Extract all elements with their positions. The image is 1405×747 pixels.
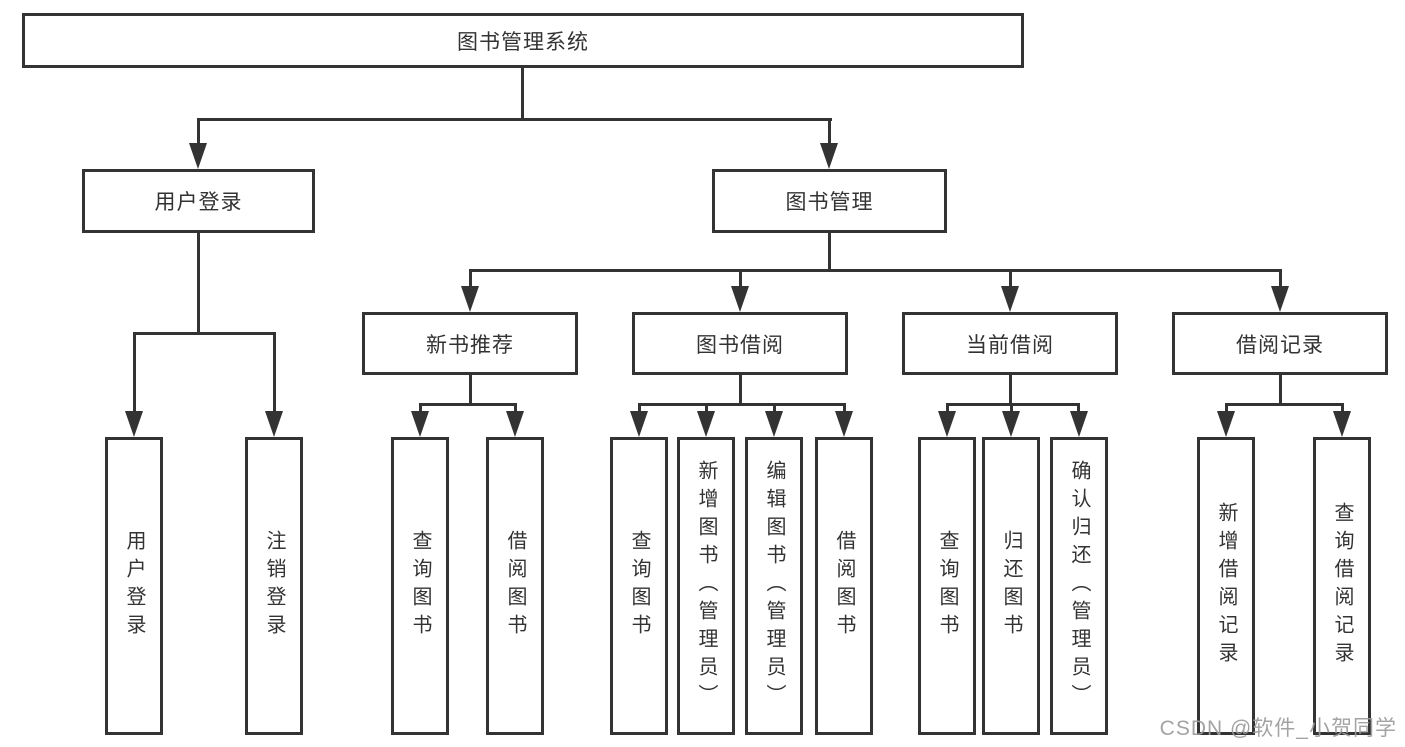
connector-line xyxy=(197,118,200,146)
arrow-down-icon xyxy=(1002,411,1020,437)
connector-line xyxy=(469,269,472,289)
leaf-query-borrow-record: 查询借阅记录 xyxy=(1313,437,1371,735)
node-root: 图书管理系统 xyxy=(22,13,1024,68)
node-book-borrowing-label: 图书借阅 xyxy=(696,333,784,357)
arrow-down-icon xyxy=(731,286,749,312)
leaf-query-books-borrowing: 查询图书 xyxy=(610,437,668,735)
connector-line xyxy=(1341,403,1344,415)
connector-line xyxy=(1009,375,1012,406)
leaf-add-borrow-record: 新增借阅记录 xyxy=(1197,437,1255,735)
connector-line xyxy=(739,375,742,406)
node-book-borrowing: 图书借阅 xyxy=(632,312,848,375)
arrow-down-icon xyxy=(630,411,648,437)
connector-line xyxy=(1009,269,1012,289)
leaf-query-books-recommend: 查询图书 xyxy=(391,437,449,735)
node-root-label: 图书管理系统 xyxy=(457,30,589,54)
connector-line xyxy=(946,403,1080,406)
connector-line xyxy=(521,66,524,120)
leaf-query-borrow-record-label: 查询借阅记录 xyxy=(1331,502,1353,670)
node-book-management-label: 图书管理 xyxy=(785,191,874,214)
connector-line xyxy=(843,403,846,415)
arrow-down-icon xyxy=(461,286,479,312)
connector-line xyxy=(638,403,846,406)
leaf-query-books-current: 查询图书 xyxy=(918,437,976,735)
leaf-add-books-admin: 新增图书（管理员） xyxy=(677,437,735,735)
leaf-borrow-books-recommend-label: 借阅图书 xyxy=(504,530,526,642)
arrow-down-icon xyxy=(125,411,143,437)
connector-line xyxy=(133,332,136,414)
connector-line xyxy=(469,269,1282,272)
node-book-management: 图书管理 xyxy=(712,169,947,233)
leaf-edit-books-admin-label: 编辑图书（管理员） xyxy=(763,460,785,712)
connector-line xyxy=(514,403,517,415)
node-borrowing-records: 借阅记录 xyxy=(1172,312,1388,375)
leaf-borrow-books-recommend: 借阅图书 xyxy=(486,437,544,735)
connector-line xyxy=(197,118,832,121)
connector-line xyxy=(739,269,742,289)
leaf-edit-books-admin: 编辑图书（管理员） xyxy=(745,437,803,735)
connector-line xyxy=(705,403,708,415)
arrow-down-icon xyxy=(765,411,783,437)
node-borrowing-records-label: 借阅记录 xyxy=(1236,333,1324,357)
connector-line xyxy=(197,233,200,335)
leaf-query-books-current-label: 查询图书 xyxy=(936,530,958,642)
connector-line xyxy=(828,118,831,146)
connector-line xyxy=(946,403,949,415)
leaf-logout-login-label: 注销登录 xyxy=(263,530,285,642)
leaf-add-borrow-record-label: 新增借阅记录 xyxy=(1215,502,1237,670)
arrow-down-icon xyxy=(1271,286,1289,312)
leaf-query-books-borrowing-label: 查询图书 xyxy=(628,530,650,642)
leaf-confirm-return-admin: 确认归还（管理员） xyxy=(1050,437,1108,735)
leaf-logout-login: 注销登录 xyxy=(245,437,303,735)
connector-line xyxy=(273,332,276,414)
connector-line xyxy=(1225,403,1344,406)
connector-line xyxy=(1077,403,1080,415)
node-current-borrowing: 当前借阅 xyxy=(902,312,1118,375)
leaf-user-login-label: 用户登录 xyxy=(123,530,145,642)
connector-line xyxy=(828,233,831,272)
connector-line xyxy=(1279,269,1282,289)
connector-line xyxy=(773,403,776,415)
node-new-book-recommend: 新书推荐 xyxy=(362,312,578,375)
arrow-down-icon xyxy=(697,411,715,437)
arrow-down-icon xyxy=(820,143,838,169)
leaf-add-books-admin-label: 新增图书（管理员） xyxy=(695,460,717,712)
arrow-down-icon xyxy=(1333,411,1351,437)
connector-line xyxy=(419,403,517,406)
connector-line xyxy=(1279,375,1282,406)
arrow-down-icon xyxy=(938,411,956,437)
arrow-down-icon xyxy=(506,411,524,437)
node-user-login-label: 用户登录 xyxy=(154,191,243,214)
arrow-down-icon xyxy=(1070,411,1088,437)
leaf-user-login: 用户登录 xyxy=(105,437,163,735)
node-user-login: 用户登录 xyxy=(82,169,315,233)
leaf-borrow-books-label: 借阅图书 xyxy=(833,530,855,642)
leaf-borrow-books: 借阅图书 xyxy=(815,437,873,735)
node-current-borrowing-label: 当前借阅 xyxy=(966,333,1054,357)
node-new-book-recommend-label: 新书推荐 xyxy=(426,333,514,357)
arrow-down-icon xyxy=(1217,411,1235,437)
watermark: CSDN @软件_小贺同学 xyxy=(1159,717,1397,740)
connector-line xyxy=(469,375,472,406)
connector-line xyxy=(638,403,641,415)
arrow-down-icon xyxy=(835,411,853,437)
connector-line xyxy=(133,332,275,335)
arrow-down-icon xyxy=(1001,286,1019,312)
connector-line xyxy=(1225,403,1228,415)
arrow-down-icon xyxy=(411,411,429,437)
arrow-down-icon xyxy=(189,143,207,169)
leaf-return-books-label: 归还图书 xyxy=(1000,530,1022,642)
connector-line xyxy=(1010,403,1013,415)
leaf-confirm-return-admin-label: 确认归还（管理员） xyxy=(1068,460,1090,712)
arrow-down-icon xyxy=(265,411,283,437)
leaf-query-books-recommend-label: 查询图书 xyxy=(409,530,431,642)
leaf-return-books: 归还图书 xyxy=(982,437,1040,735)
connector-line xyxy=(419,403,422,415)
